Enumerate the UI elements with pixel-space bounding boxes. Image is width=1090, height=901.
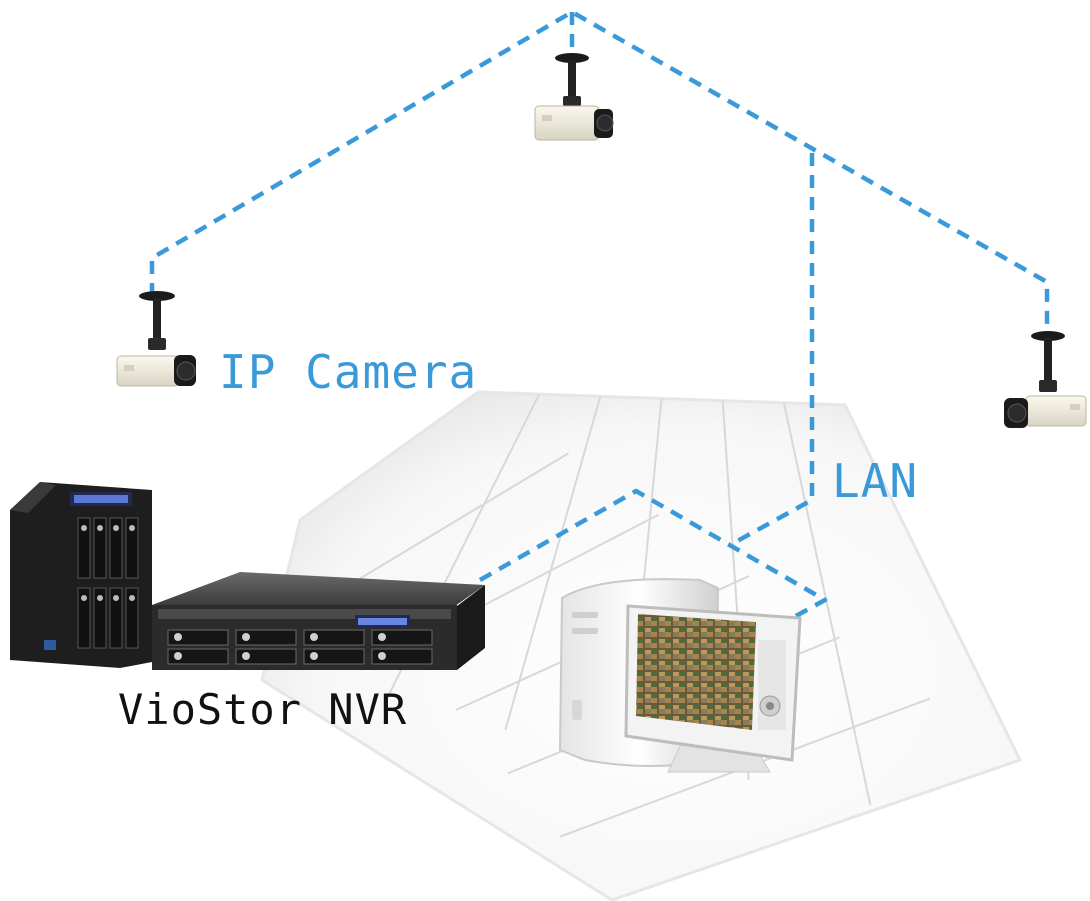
cable-to-nvr — [478, 488, 828, 624]
cable-lan-drop — [728, 153, 815, 547]
ip-camera-icon — [1004, 331, 1087, 428]
ip-camera-icon — [116, 291, 196, 387]
cable-backbone — [149, 9, 1050, 328]
lan-cables — [149, 9, 1050, 624]
lan-label: LAN — [832, 454, 918, 508]
rackmount-nvr-icon — [152, 572, 485, 670]
ip-camera-label: IP Camera — [219, 345, 477, 399]
monitor-icon — [624, 604, 802, 773]
nvr-label: VioStor NVR — [118, 685, 407, 734]
nas-tower-icon — [10, 482, 152, 668]
ip-camera-icon — [534, 53, 614, 141]
